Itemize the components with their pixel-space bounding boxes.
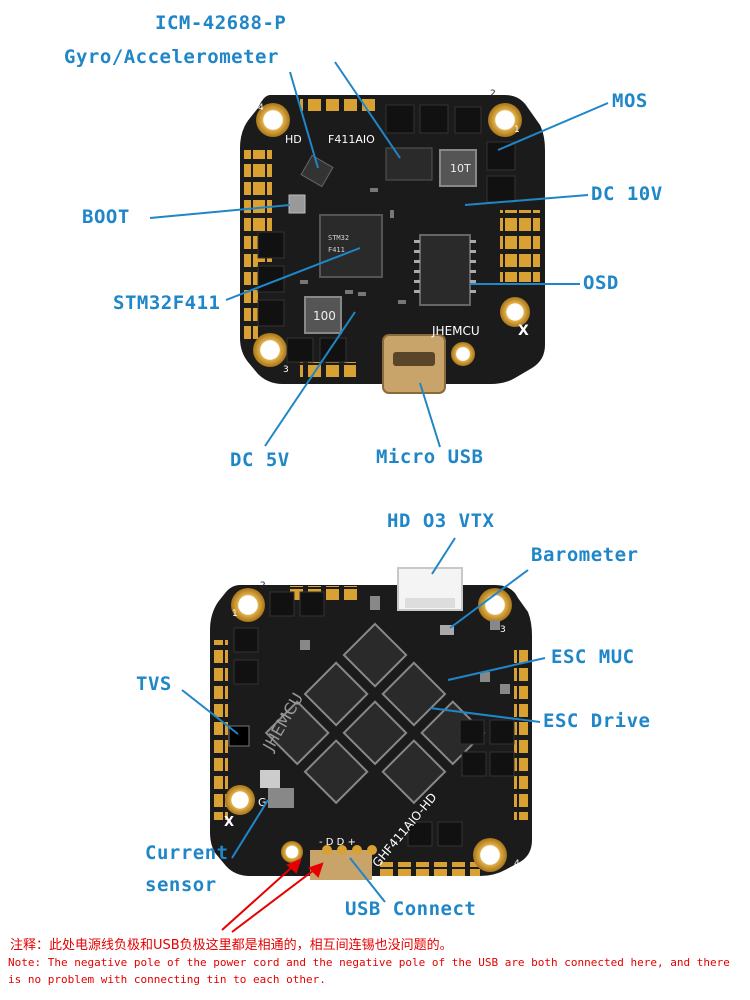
label-esc-muc: ESC MUC bbox=[551, 646, 635, 668]
leader-boot bbox=[149, 204, 291, 219]
mount-hole bbox=[231, 588, 265, 622]
leader-tvs bbox=[181, 689, 239, 735]
mount-hole bbox=[451, 342, 475, 366]
note-chinese: 注释：此处电源线负极和USB负极这里都是相通的，相互间连锡也没问题的。 bbox=[10, 938, 453, 953]
top-silk-2: 2 bbox=[490, 89, 496, 99]
label-dc10v: DC 10V bbox=[591, 183, 663, 205]
bottom-right-pads bbox=[514, 650, 528, 820]
label-mos: MOS bbox=[612, 90, 648, 112]
top-pads bbox=[300, 97, 380, 113]
label-esc-drive: ESC Drive bbox=[543, 710, 651, 732]
inductor-label: 100 bbox=[313, 309, 336, 323]
note-arrows bbox=[221, 858, 324, 933]
bottom-board: JHEMCU GHF411AIO-HD G - D D + X 1 2 3 4 bbox=[210, 567, 532, 880]
label-usb-connect: USB Connect bbox=[345, 898, 477, 920]
label-osd: OSD bbox=[583, 272, 619, 294]
label-dc5v: DC 5V bbox=[230, 449, 290, 471]
leader-current bbox=[231, 799, 269, 859]
bottom-mosfets bbox=[233, 591, 515, 847]
leader-vtx bbox=[431, 537, 456, 575]
mosfet-group bbox=[257, 104, 516, 363]
label-tvs: TVS bbox=[136, 673, 172, 695]
leader-escmuc bbox=[447, 657, 546, 681]
esc-chips bbox=[264, 622, 486, 805]
top-silk-3: 3 bbox=[283, 365, 289, 375]
label-imu-part: ICM-42688-P bbox=[155, 12, 287, 34]
leader-usbconnect bbox=[349, 857, 386, 903]
inductor-10v-label: 10T bbox=[450, 162, 471, 175]
bottom-left-pads bbox=[214, 640, 228, 820]
leader-icm bbox=[334, 61, 401, 159]
leader-mos bbox=[497, 102, 609, 151]
bottom-silk-3: 3 bbox=[500, 625, 506, 635]
right-pads bbox=[500, 210, 540, 282]
top-silk-brand: JHEMCU bbox=[431, 324, 480, 338]
leader-lines bbox=[149, 61, 609, 903]
label-current-sensor-1: Current bbox=[145, 842, 229, 864]
osd-chip bbox=[419, 234, 471, 306]
label-boot: BOOT bbox=[82, 206, 130, 228]
current-sensor-part bbox=[260, 770, 280, 788]
top-silk-1: 1 bbox=[514, 125, 520, 135]
mount-hole bbox=[478, 588, 512, 622]
leader-dc5v bbox=[264, 311, 356, 447]
mount-hole bbox=[253, 333, 287, 367]
mcu-chip bbox=[319, 214, 383, 278]
top-silk-4: 4 bbox=[258, 103, 264, 113]
imu-chip bbox=[300, 154, 334, 188]
mount-hole bbox=[256, 103, 290, 137]
top-silk-x: X bbox=[518, 323, 529, 339]
leader-usb bbox=[419, 382, 441, 448]
leader-dc10v bbox=[464, 194, 589, 206]
top-board: STM32 F411 100 10T HD F411AIO JHEM bbox=[240, 89, 545, 394]
barometer-chip bbox=[440, 625, 454, 635]
mount-hole bbox=[500, 297, 530, 327]
bottom-pads bbox=[300, 362, 356, 378]
label-hd-vtx: HD O3 VTX bbox=[387, 510, 495, 532]
leader-mcu bbox=[225, 247, 361, 301]
bottom-bottom-pads bbox=[380, 862, 480, 876]
bottom-silk-g: G bbox=[258, 796, 267, 809]
label-current-sensor-2: sensor bbox=[145, 874, 217, 896]
mount-hole bbox=[488, 103, 522, 137]
top-silk-model: F411AIO bbox=[328, 133, 375, 146]
flash-chip bbox=[385, 147, 433, 181]
top-silk-hd: HD bbox=[285, 133, 302, 146]
leader-baro bbox=[449, 569, 529, 629]
boot-button-part bbox=[288, 194, 306, 214]
inductor-5v bbox=[304, 296, 342, 334]
mount-hole bbox=[225, 785, 255, 815]
label-imu-desc: Gyro/Accelerometer bbox=[64, 46, 279, 68]
leader-imu bbox=[289, 71, 319, 169]
svg-text:F411: F411 bbox=[328, 246, 345, 254]
inductor-10v bbox=[439, 149, 477, 187]
bottom-silk-pins: - D D + bbox=[319, 837, 356, 848]
bottom-silk-2: 2 bbox=[260, 581, 266, 591]
bottom-silk-4: 4 bbox=[514, 859, 520, 869]
label-barometer: Barometer bbox=[531, 544, 639, 566]
svg-text:STM32: STM32 bbox=[328, 234, 349, 242]
leader-escdrive bbox=[429, 707, 541, 723]
bottom-silk-x: X bbox=[224, 815, 234, 830]
mount-hole bbox=[281, 841, 303, 863]
bottom-silk-1: 1 bbox=[232, 609, 238, 619]
label-micro-usb: Micro USB bbox=[376, 446, 484, 468]
note-english: Note: The negative pole of the power cor… bbox=[8, 956, 730, 986]
label-mcu: STM32F411 bbox=[113, 292, 221, 314]
mount-hole bbox=[473, 838, 507, 872]
